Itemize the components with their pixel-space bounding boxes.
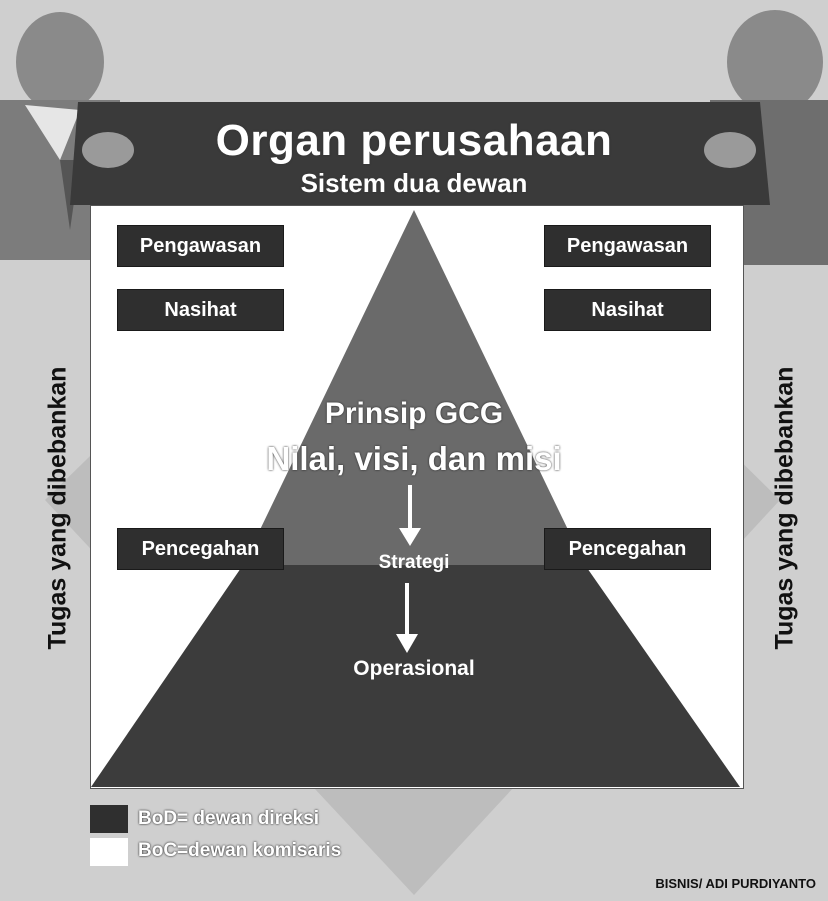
subtitle: Sistem dua dewan [300,168,528,198]
arrow-down-icon [399,485,421,546]
right-duty-pencegahan: Pencegahan [544,528,711,570]
operational-level: Operasional [353,657,475,680]
pyramid-bottom-section [91,565,740,787]
strategy-level: Strategi [378,552,450,573]
legend-bod-label: BoD= dewan direksi [138,808,320,829]
gcg-principle: Prinsip GCG [324,397,504,430]
pyramid-top-section [243,210,585,565]
legend-boc-swatch [90,838,128,866]
title-banner [70,102,770,205]
left-duty-pencegahan: Pencegahan [117,528,284,570]
arrow-down-icon [396,583,418,653]
legend-bod-swatch [90,805,128,833]
main-title: Organ perusahaan [215,116,613,165]
left-duty-pengawasan: Pengawasan [117,225,284,267]
left-duty-nasihat: Nasihat [117,289,284,331]
right-duty-nasihat: Nasihat [544,289,711,331]
right-duty-pengawasan: Pengawasan [544,225,711,267]
values-vision-mission: Nilai, visi, dan misi [266,440,562,477]
legend-boc-label: BoC=dewan komisaris [138,840,342,861]
credit: BISNIS/ ADI PURDIYANTO [655,876,816,891]
